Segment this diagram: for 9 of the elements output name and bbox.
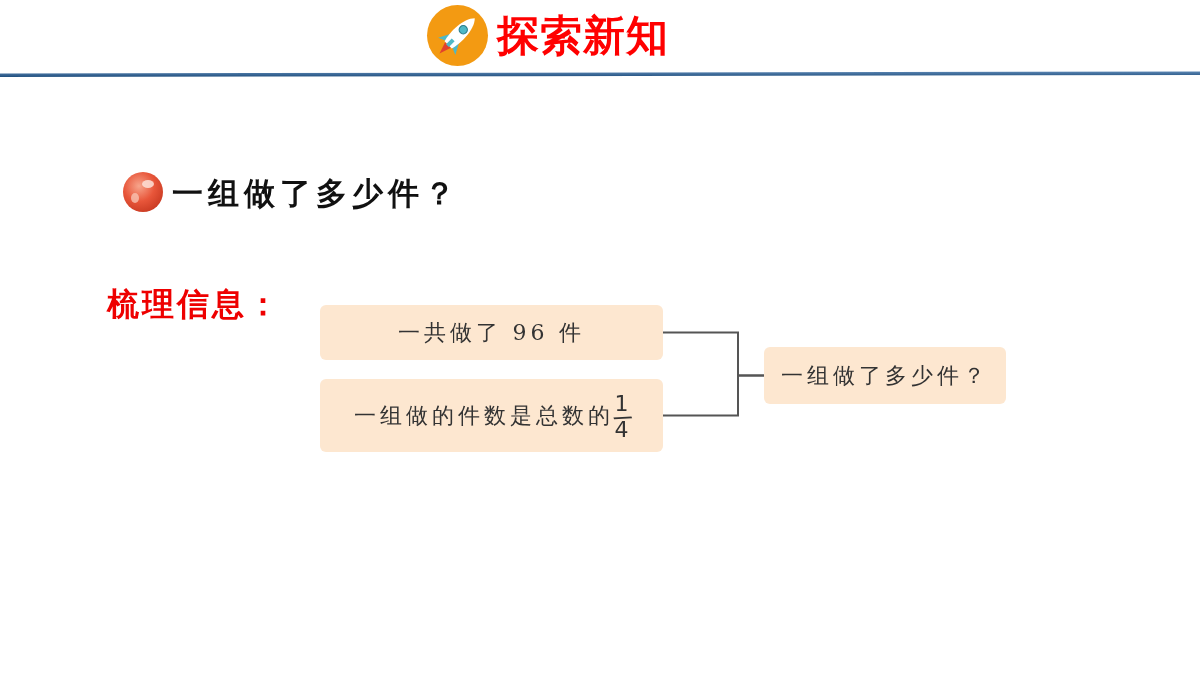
info-box <box>320 305 663 360</box>
question-heading: 一组做了多少件？ <box>172 174 460 213</box>
connector-line <box>662 374 765 417</box>
box-text: 一共做了 96 件 <box>397 318 586 347</box>
info-box <box>764 347 1006 404</box>
info-box <box>320 379 663 452</box>
section-label: 梳理信息： <box>107 284 282 324</box>
box-text: 一组做了多少件？ <box>781 361 989 390</box>
page-title: 探索新知 <box>497 11 669 61</box>
